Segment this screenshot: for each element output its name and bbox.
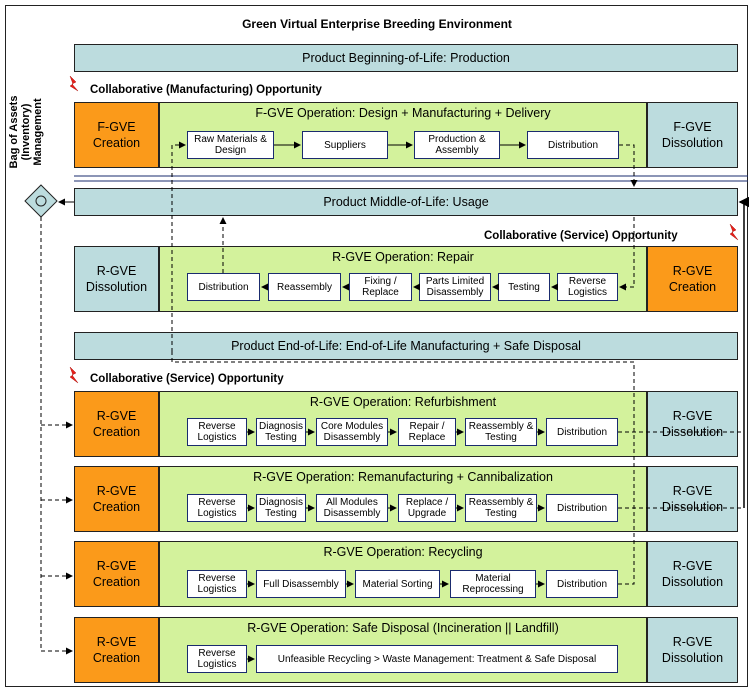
service-opportunity-label-mol: Collaborative (Service) Opportunity: [484, 230, 678, 242]
fgve-step-distribution: Distribution: [527, 131, 619, 159]
refurbishment-dissolution: R-GVE Dissolution: [647, 391, 738, 457]
diagram-title: Green Virtual Enterprise Breeding Enviro…: [242, 17, 512, 31]
refurb-step-reverse-logistics: Reverse Logistics: [187, 418, 247, 446]
disposal-dissolution: R-GVE Dissolution: [647, 617, 738, 683]
remanufacturing-creation: R-GVE Creation: [74, 466, 159, 532]
disposal-operation-title: R-GVE Operation: Safe Disposal (Incinera…: [247, 621, 559, 635]
refurbishment-creation: R-GVE Creation: [74, 391, 159, 457]
refurb-step-core-disassembly: Core Modules Disassembly: [316, 418, 388, 446]
repair-step-reassembly: Reassembly: [268, 273, 341, 301]
refurb-step-reassembly: Reassembly & Testing: [465, 418, 537, 446]
disposal-step-waste-management: Unfeasible Recycling > Waste Management:…: [256, 645, 618, 673]
diagram-frame: [5, 5, 748, 687]
fgve-step-suppliers: Suppliers: [302, 131, 388, 159]
repair-dissolution: R-GVE Dissolution: [74, 246, 159, 312]
disposal-step-reverse-logistics: Reverse Logistics: [187, 645, 247, 673]
repair-step-testing: Testing: [498, 273, 550, 301]
recycling-step-reprocessing: Material Reprocessing: [450, 570, 536, 598]
fgve-dissolution: F-GVE Dissolution: [647, 102, 738, 168]
fgve-step-raw-materials: Raw Materials & Design: [187, 131, 274, 159]
reman-step-reverse-logistics: Reverse Logistics: [187, 494, 247, 522]
remanufacturing-operation-title: R-GVE Operation: Remanufacturing + Canni…: [253, 470, 553, 484]
reman-step-replace: Replace / Upgrade: [398, 494, 456, 522]
recycling-dissolution: R-GVE Dissolution: [647, 541, 738, 607]
disposal-creation: R-GVE Creation: [74, 617, 159, 683]
recycling-step-full-disassembly: Full Disassembly: [256, 570, 346, 598]
manufacturing-opportunity-label: Collaborative (Manufacturing) Opportunit…: [90, 84, 322, 96]
repair-step-fixing: Fixing / Replace: [349, 273, 412, 301]
side-label-line-3: Management: [32, 98, 44, 166]
service-opportunity-label-eol: Collaborative (Service) Opportunity: [90, 373, 284, 385]
side-label-line-1: Bag of Assets: [8, 95, 20, 169]
band-middle-of-life: Product Middle-of-Life: Usage: [74, 188, 738, 216]
recycling-step-material-sorting: Material Sorting: [355, 570, 440, 598]
fgve-operation-title: F-GVE Operation: Design + Manufacturing …: [255, 106, 551, 120]
reman-step-diagnosis: Diagnosis Testing: [256, 494, 306, 522]
recycling-operation-title: R-GVE Operation: Recycling: [323, 545, 483, 559]
reman-step-all-disassembly: All Modules Disassembly: [316, 494, 388, 522]
fgve-creation: F-GVE Creation: [74, 102, 159, 168]
band-beginning-of-life: Product Beginning-of-Life: Production: [74, 44, 738, 72]
refurbishment-operation-title: R-GVE Operation: Refurbishment: [309, 395, 497, 409]
refurb-step-distribution: Distribution: [546, 418, 618, 446]
repair-step-parts-disassembly: Parts Limited Disassembly: [419, 273, 491, 301]
repair-step-distribution: Distribution: [187, 273, 260, 301]
reman-step-distribution: Distribution: [546, 494, 618, 522]
remanufacturing-dissolution: R-GVE Dissolution: [647, 466, 738, 532]
reman-step-reassembly: Reassembly & Testing: [465, 494, 537, 522]
recycling-step-distribution: Distribution: [546, 570, 618, 598]
band-end-of-life: Product End-of-Life: End-of-Life Manufac…: [74, 332, 738, 360]
bag-of-assets-label: Bag of Assets (Inventory) Management: [0, 96, 78, 169]
refurb-step-diagnosis: Diagnosis Testing: [256, 418, 306, 446]
repair-operation-title: R-GVE Operation: Repair: [332, 250, 474, 264]
recycling-step-reverse-logistics: Reverse Logistics: [187, 570, 247, 598]
refurb-step-repair: Repair / Replace: [398, 418, 456, 446]
repair-creation: R-GVE Creation: [647, 246, 738, 312]
recycling-creation: R-GVE Creation: [74, 541, 159, 607]
repair-step-reverse-logistics: Reverse Logistics: [557, 273, 618, 301]
side-label-line-2: (Inventory): [20, 103, 32, 161]
fgve-step-production: Production & Assembly: [414, 131, 500, 159]
